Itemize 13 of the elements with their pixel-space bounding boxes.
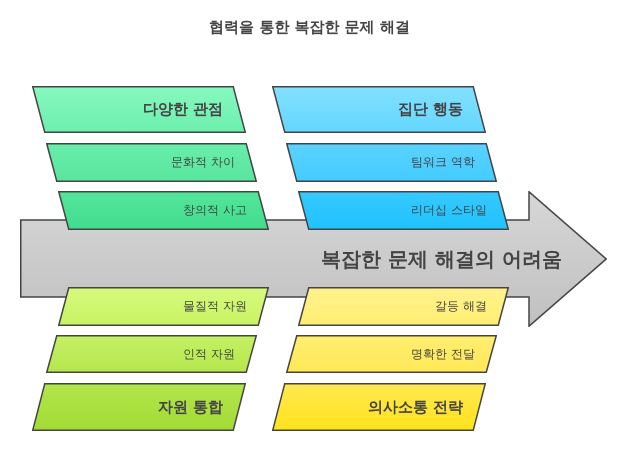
category-box: 집단 행동 [272,86,486,133]
category-box: 자원 통합 [32,383,246,431]
category-box: 의사소통 전략 [272,383,486,431]
category-box: 다양한 관점 [32,86,246,133]
cause-box: 명확한 전달 [286,335,497,373]
cause-box: 갈등 해결 [298,287,509,326]
cause-box: 인적 자원 [46,335,257,373]
cause-box: 문화적 차이 [46,143,257,182]
cause-box: 리더십 스타일 [298,191,509,230]
cause-box: 물질적 자원 [58,287,269,326]
cause-box: 창의적 사고 [58,191,269,230]
title: 협력을 통한 복잡한 문제 해결 [209,17,410,37]
cause-box: 팀워크 역학 [286,143,497,182]
